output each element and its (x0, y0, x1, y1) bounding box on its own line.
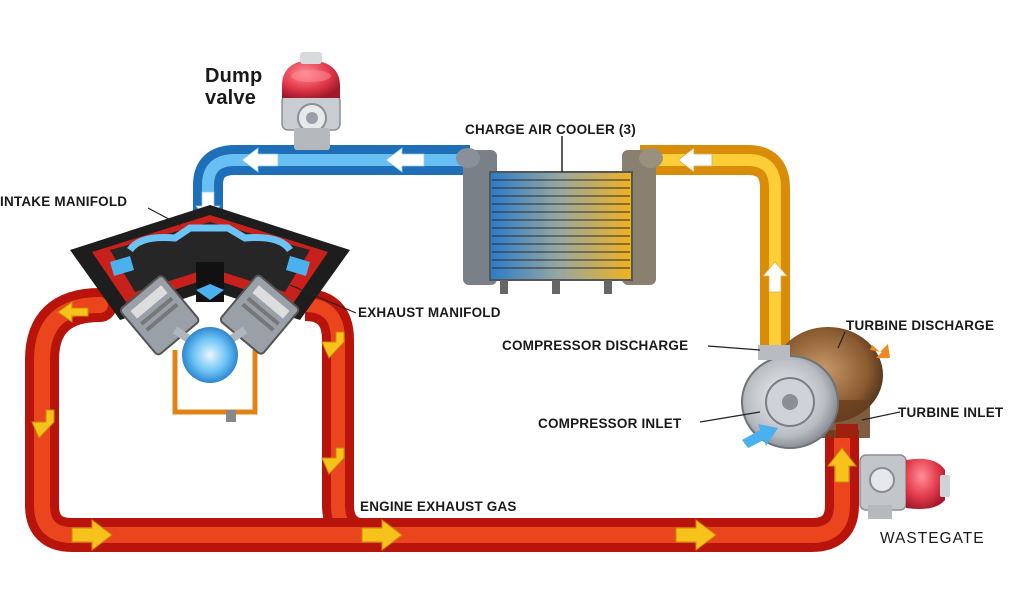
exhaust-arrow-bottom-2 (361, 519, 403, 551)
intake-manifold-label: INTAKE MANIFOLD (0, 194, 128, 209)
wastegate-label: WASTEGATE (880, 530, 985, 547)
exhaust-arrow-bottom-1 (71, 519, 113, 551)
turbine-inlet-label: TURBINE INLET (898, 405, 1004, 420)
exhaust-arrow-right-down-2 (321, 447, 345, 475)
charge-arrow-up (762, 261, 788, 293)
dump-valve (281, 52, 341, 150)
charge-arrow-left (677, 147, 713, 173)
exhaust-flow-arrows (31, 301, 858, 551)
charge-pipe-hot (640, 145, 790, 350)
intake-arrow-1 (385, 147, 425, 173)
charge-air-cooler-label: CHARGE AIR COOLER (3) (465, 122, 636, 137)
compressor-inlet-arrow (742, 424, 778, 448)
exhaust-arrow-right-down-1 (321, 331, 345, 359)
intake-arrow-2 (241, 147, 279, 173)
wastegate (859, 454, 950, 519)
engine-block (70, 205, 350, 422)
engine-exhaust-gas-label: ENGINE EXHAUST GAS (360, 499, 517, 514)
exhaust-arrow-left-down (31, 409, 55, 439)
exhaust-arrow-left-up (57, 301, 89, 323)
charge-flow-arrows (677, 147, 788, 293)
dump-valve-label-line1: Dump (205, 65, 263, 87)
exhaust-arrow-up-right (826, 447, 858, 483)
exhaust-arrow-bottom-3 (675, 519, 717, 551)
intake-pipe-cool (193, 145, 470, 225)
leader-lines (147, 207, 901, 423)
turbocharger (741, 327, 890, 449)
dump-valve-label-line2: valve (205, 87, 257, 109)
turbine-discharge-label: TURBINE DISCHARGE (846, 318, 995, 333)
compressor-inlet-label: COMPRESSOR INLET (538, 416, 682, 431)
compressor-discharge-label: COMPRESSOR DISCHARGE (502, 338, 689, 353)
charge-air-cooler (456, 136, 663, 294)
turbine-discharge-arrow (870, 344, 890, 358)
exhaust-manifold-label: EXHAUST MANIFOLD (358, 305, 501, 320)
